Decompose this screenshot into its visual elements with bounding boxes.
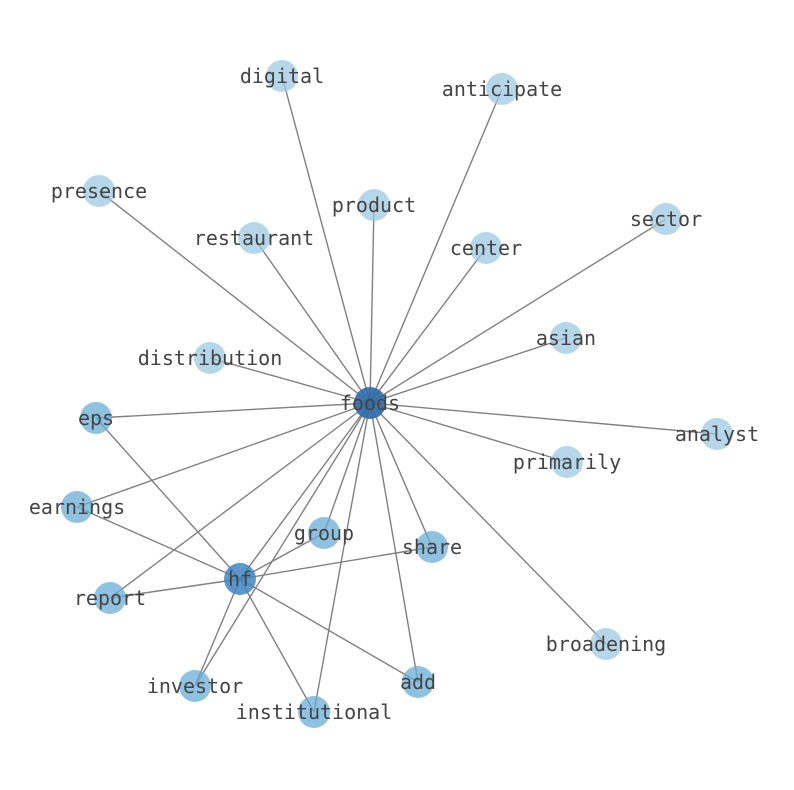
edge-foods-primarily [369,402,568,463]
node-broadening [590,628,622,660]
node-hf [224,563,256,595]
node-anticipate [486,73,518,105]
node-group [308,517,340,549]
node-label-asian: asian [536,326,596,350]
node-label-report: report [74,586,146,610]
edge-foods-distribution [209,357,371,404]
node-asian [550,322,582,354]
node-label-distribution: distribution [138,346,283,370]
labels-layer: foods hf digital anticipate presence product r… [29,64,759,724]
edge-foods-sector [369,218,667,404]
edge-hf-eps [95,417,241,580]
node-label-broadening: broadening [546,632,666,656]
edge-foods-report [109,402,371,599]
node-label-share: share [402,535,462,559]
edge-foods-eps [95,402,371,419]
node-foods [354,387,386,419]
edge-foods-investor [194,402,371,687]
node-label-eps: eps [78,406,114,430]
node-label-analyst: analyst [675,422,759,446]
edge-hf-investor [194,578,241,687]
node-label-presence: presence [51,179,147,203]
node-primarily [551,446,583,478]
node-presence [83,175,115,207]
node-investor [179,670,211,702]
edge-foods-broadening [369,402,607,645]
node-label-center: center [450,236,522,260]
node-center [470,232,502,264]
edge-foods-institutional [313,402,371,713]
edge-hf-earnings [76,506,241,580]
edge-foods-hf [239,402,371,580]
node-label-investor: investor [147,674,243,698]
node-label-earnings: earnings [29,495,125,519]
edge-foods-group [323,402,371,534]
node-label-sector: sector [630,207,702,231]
node-label-restaurant: restaurant [194,226,314,250]
node-label-foods: foods [340,391,400,415]
edge-foods-analyst [369,402,718,435]
node-eps [80,402,112,434]
node-product [358,189,390,221]
edge-foods-add [369,402,419,683]
node-add [402,666,434,698]
nodes-layer [61,60,733,728]
edge-foods-asian [369,337,567,404]
node-share [416,531,448,563]
edge-foods-anticipate [369,88,503,404]
node-label-institutional: institutional [236,700,393,724]
node-label-group: group [294,521,354,545]
node-label-anticipate: anticipate [442,77,562,101]
edge-foods-center [369,247,487,404]
edges-layer [76,75,718,713]
node-digital [266,60,298,92]
edge-foods-product [369,204,375,404]
node-institutional [298,696,330,728]
edge-foods-restaurant [253,237,371,404]
node-label-hf: hf [228,567,252,591]
edge-hf-institutional [239,578,315,713]
node-label-primarily: primarily [513,450,621,474]
node-report [94,582,126,614]
edge-hf-share [239,546,433,580]
edge-foods-earnings [76,402,371,508]
edge-foods-presence [98,190,371,404]
edge-foods-share [369,402,433,548]
node-restaurant [238,222,270,254]
node-label-product: product [332,193,416,217]
node-distribution [194,342,226,374]
node-label-digital: digital [240,64,324,88]
node-label-add: add [400,670,436,694]
node-sector [650,203,682,235]
node-analyst [701,418,733,450]
edge-hf-add [239,578,419,683]
node-earnings [61,491,93,523]
edge-hf-report [109,578,241,599]
edge-foods-digital [281,75,371,404]
